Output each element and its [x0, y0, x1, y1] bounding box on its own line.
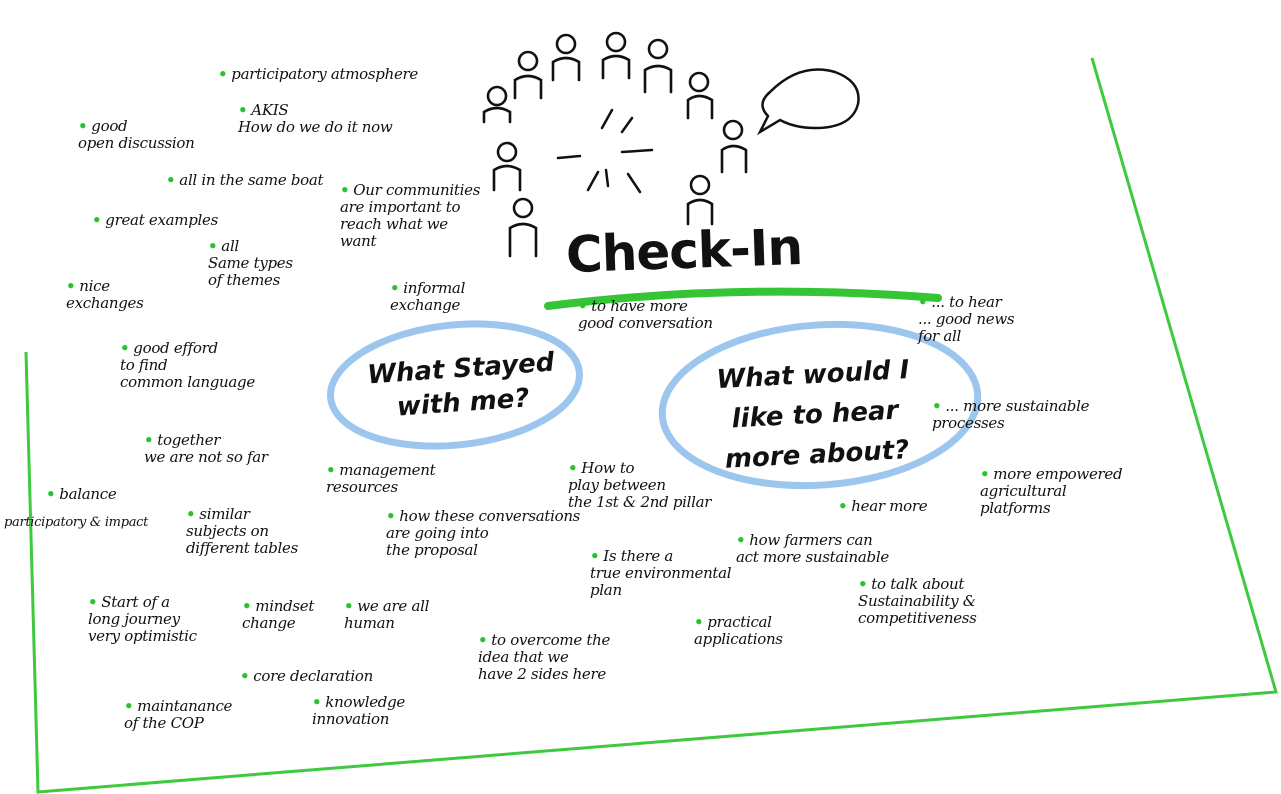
- note-item: •great examples: [92, 211, 218, 229]
- bullet-icon: •: [46, 485, 56, 503]
- note-item: •practical applications: [694, 613, 783, 648]
- bullet-icon: •: [78, 117, 88, 135]
- question-hear-more: What would I like to hear more about?: [715, 355, 911, 475]
- note-item: •we are all human: [344, 597, 430, 632]
- bullet-icon: •: [590, 547, 600, 565]
- note-item: •good efford to find common language: [120, 339, 255, 391]
- person-icon: [482, 85, 512, 124]
- bullet-icon: •: [694, 613, 704, 631]
- bullet-icon: •: [838, 497, 848, 515]
- bullet-icon: •: [932, 397, 942, 415]
- bullet-icon: •: [312, 693, 322, 711]
- note-item: •how these conversations are going into …: [386, 507, 581, 559]
- note-item: •together we are not so far: [144, 431, 268, 466]
- bullet-icon: •: [858, 575, 868, 593]
- note-item: •mindset change: [242, 597, 315, 632]
- bullet-icon: •: [344, 597, 354, 615]
- bullet-icon: •: [124, 697, 134, 715]
- note-item: •nice exchanges: [66, 277, 144, 312]
- person-icon: [720, 119, 748, 174]
- note-item: •knowledge innovation: [312, 693, 405, 728]
- bullet-icon: •: [240, 667, 250, 685]
- note-item: •Our communities are important to reach …: [340, 181, 481, 250]
- bullet-icon: •: [390, 279, 400, 297]
- person-icon: [551, 33, 581, 82]
- board-frame: [24, 57, 1278, 794]
- note-item: •good open discussion: [78, 117, 195, 152]
- bullet-icon: •: [736, 531, 746, 549]
- note-item: •to have more good conversation: [578, 297, 713, 332]
- bullet-icon: •: [238, 101, 248, 119]
- title-underline: [544, 287, 942, 310]
- note-item: •hear more: [838, 497, 928, 515]
- people-circle: [482, 31, 748, 258]
- bullet-icon: •: [120, 339, 130, 357]
- note-item: •how farmers can act more sustainable: [736, 531, 889, 566]
- note-item: •maintanance of the COP: [124, 697, 233, 732]
- note-item: •to talk about Sustainability & competit…: [858, 575, 977, 627]
- note-item: •participatory atmosphere: [218, 65, 418, 83]
- note-item: •management resources: [326, 461, 436, 496]
- bullet-icon: •: [144, 431, 154, 449]
- bullet-icon: •: [478, 631, 488, 649]
- note-item: •informal exchange: [390, 279, 466, 314]
- person-icon: [686, 174, 714, 226]
- right-question-bubble: [658, 320, 982, 490]
- note-item: •all in the same boat: [166, 171, 324, 189]
- bullet-icon: •: [208, 237, 218, 255]
- note-item: •all Same types of themes: [208, 237, 293, 289]
- person-icon: [492, 141, 522, 192]
- person-icon: [643, 38, 673, 94]
- sun-burst-icon: [556, 108, 654, 194]
- note-item: •core declaration: [240, 667, 373, 685]
- bullet-icon: •: [66, 277, 76, 295]
- page-title: Check-In: [565, 217, 803, 285]
- bullet-icon: •: [568, 459, 578, 477]
- note-item: •similar subjects on different tables: [186, 505, 299, 557]
- note-item: •How to play between the 1st & 2nd pilla…: [568, 459, 712, 511]
- bullet-icon: •: [918, 293, 928, 311]
- bullet-icon: •: [326, 461, 336, 479]
- person-icon: [686, 71, 714, 120]
- bullet-icon: •: [980, 465, 990, 483]
- note-item: •Is there a true environmental plan: [590, 547, 732, 599]
- note-item: •AKIS How do we do it now: [238, 101, 393, 136]
- bullet-icon: •: [218, 65, 228, 83]
- bullet-icon: •: [92, 211, 102, 229]
- note-item: •more empowered agricultural platforms: [980, 465, 1123, 517]
- note-item: •balance: [46, 485, 117, 503]
- note-item: •... more sustainable processes: [932, 397, 1090, 432]
- note-item: •Start of a long journey very optimistic: [88, 593, 197, 645]
- note-item: •... to hear ... good news for all: [918, 293, 1015, 345]
- bullet-icon: •: [578, 297, 588, 315]
- left-question-bubble: [327, 320, 583, 450]
- bullet-icon: •: [340, 181, 350, 199]
- person-icon: [513, 50, 543, 100]
- bullet-icon: •: [242, 597, 252, 615]
- person-icon: [601, 31, 631, 80]
- person-icon: [508, 197, 538, 258]
- bullet-icon: •: [166, 171, 176, 189]
- bullet-icon: •: [88, 593, 98, 611]
- note-item: •to overcome the idea that we have 2 sid…: [478, 631, 611, 683]
- bullet-icon: •: [386, 507, 396, 525]
- speech-bubble-icon: [756, 68, 860, 136]
- note-item: participatory & impact: [4, 515, 149, 530]
- bullet-icon: •: [186, 505, 196, 523]
